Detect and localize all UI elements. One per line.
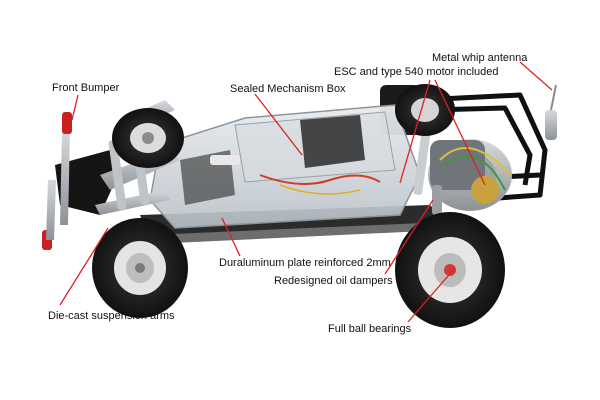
sealed-box-part: [149, 104, 421, 229]
label-suspension-arms: Die-cast suspension arms: [48, 310, 175, 322]
label-whip-antenna: Metal whip antenna: [432, 52, 528, 64]
leader-ball-bearings: [407, 267, 456, 323]
antenna-mount: [545, 110, 557, 140]
front-bumper-part: [42, 112, 118, 250]
label-ball-bearings: Full ball bearings: [328, 323, 412, 335]
leader-lines: [59, 61, 553, 323]
rear-right-wheel: [395, 212, 505, 328]
whip-antenna-part: [550, 84, 557, 111]
leader-sealed-box: [254, 93, 303, 156]
leader-motor: [434, 79, 486, 186]
leader-esc: [399, 79, 431, 184]
label-esc-motor: ESC and type 540 motor included: [334, 66, 499, 78]
front-left-wheel: [112, 108, 184, 168]
leader-antenna: [519, 61, 553, 91]
label-oil-dampers: Redesigned oil dampers: [274, 275, 393, 287]
leader-oil-dampers: [384, 199, 434, 275]
label-duraluminum-plate: Duraluminum plate reinforced 2mm: [219, 257, 391, 269]
rear-shocks-part: [413, 120, 442, 215]
label-front-bumper: Front Bumper: [52, 82, 120, 94]
leader-duraluminum: [221, 217, 241, 257]
front-right-wheel: [92, 218, 188, 318]
label-sealed-mechanism-box: Sealed Mechanism Box: [230, 83, 346, 95]
leader-front-bumper: [71, 94, 79, 121]
leader-suspension-arms: [59, 227, 109, 306]
rear-left-wheel: [395, 84, 455, 136]
